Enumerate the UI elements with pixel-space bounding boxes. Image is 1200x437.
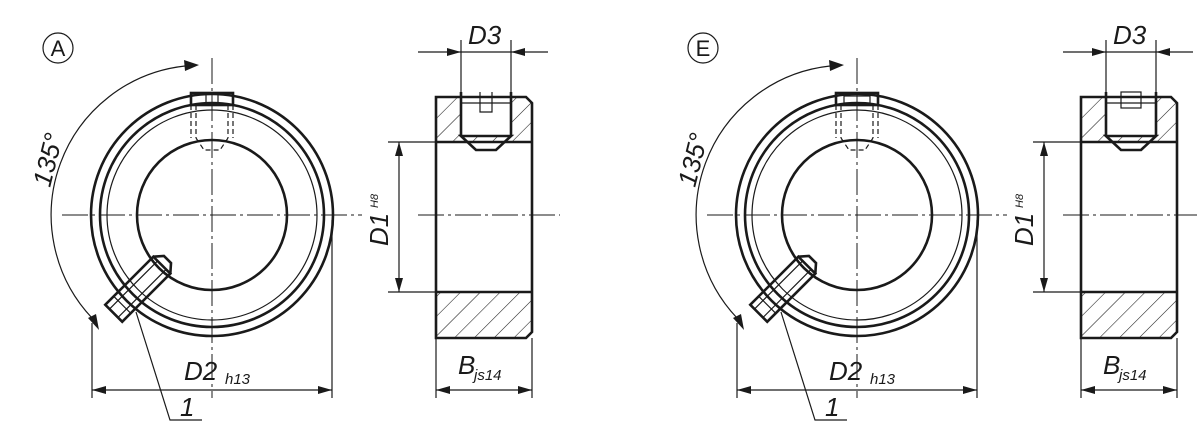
svg-text:D2: D2 xyxy=(829,356,863,386)
top-set-screw xyxy=(189,91,235,151)
svg-text:1: 1 xyxy=(180,392,194,422)
svg-text:H8: H8 xyxy=(1014,193,1026,208)
svg-text:E: E xyxy=(696,36,711,61)
variant-e-label: E xyxy=(687,32,719,64)
angled-set-screw xyxy=(103,254,173,324)
top-socket-set-screw xyxy=(834,91,880,151)
angled-socket-set-screw xyxy=(748,254,818,324)
svg-text:B: B xyxy=(458,350,475,380)
svg-text:1: 1 xyxy=(825,392,839,422)
svg-text:B: B xyxy=(1103,350,1120,380)
svg-text:135°: 135° xyxy=(27,130,69,189)
variant-a-front-view: 135° D2 h13 1 xyxy=(27,58,362,422)
svg-text:H8: H8 xyxy=(369,193,381,208)
svg-text:js14: js14 xyxy=(472,367,502,384)
svg-text:h13: h13 xyxy=(225,371,251,388)
variant-e-side-view: D3 D1 H8 B js14 xyxy=(1009,20,1197,398)
svg-text:135°: 135° xyxy=(672,130,714,189)
svg-text:D3: D3 xyxy=(468,20,502,50)
variant-e-front-view: 135° D2 h13 1 xyxy=(672,58,1007,422)
svg-text:D3: D3 xyxy=(1113,20,1147,50)
variant-a-side-view: D3 D1 H8 B js14 xyxy=(364,20,560,398)
variant-a-label: A xyxy=(42,32,74,64)
variant-e-drawing: E xyxy=(672,20,1197,422)
variant-a-drawing: A xyxy=(27,20,560,422)
svg-text:js14: js14 xyxy=(1117,367,1147,384)
svg-text:A: A xyxy=(51,36,66,61)
svg-text:h13: h13 xyxy=(870,371,896,388)
svg-text:D1: D1 xyxy=(1009,213,1039,246)
svg-text:D1: D1 xyxy=(364,213,394,246)
svg-text:D2: D2 xyxy=(184,356,218,386)
